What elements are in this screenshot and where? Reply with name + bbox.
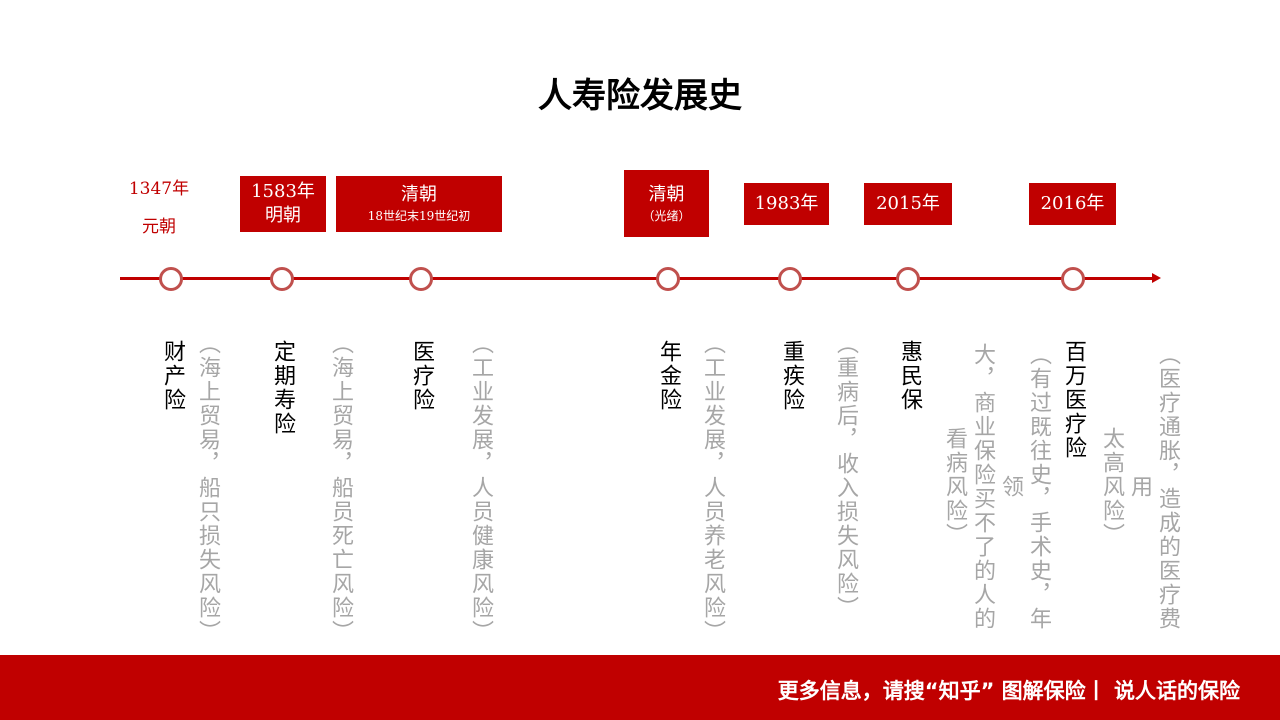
- timeline-node: [656, 267, 680, 291]
- date-era: 清朝: [401, 184, 437, 205]
- product-name: 百万医疗险: [1061, 340, 1086, 460]
- note-line: （海上贸易，船只损失风险）: [195, 332, 220, 644]
- date-year: 1347年: [128, 179, 190, 199]
- product-note: （重病后，收入损失风险）: [831, 332, 859, 620]
- product-name: 定期寿险: [270, 340, 295, 436]
- product-name: 医疗险: [409, 340, 434, 412]
- date-era: 元朝: [142, 217, 176, 237]
- product-name: 惠民保: [897, 340, 922, 412]
- date-box-2016: 2016年: [1029, 183, 1116, 225]
- date-label-1347: 1347年 元朝: [118, 170, 200, 246]
- note-line: （重病后，收入损失风险）: [833, 332, 858, 620]
- timeline-node: [896, 267, 920, 291]
- timeline-node: [778, 267, 802, 291]
- note-line: 大，商业保险买不了的人的: [970, 343, 995, 631]
- product-note: （医疗通胀，造成的医疗费用太高风险）: [1097, 332, 1181, 642]
- note-line: 太高风险）: [1099, 427, 1124, 547]
- product-note: （海上贸易，船员死亡风险）: [326, 332, 354, 644]
- date-period: （光绪）: [642, 208, 691, 223]
- note-line: 看病风险）: [942, 427, 967, 547]
- date-box-1583: 1583年 明朝: [240, 176, 326, 232]
- date-box-2015: 2015年: [864, 183, 952, 225]
- product-name: 财产险: [160, 340, 185, 412]
- date-box-guangxu: 清朝 （光绪）: [624, 170, 709, 237]
- date-period: 18世纪末19世纪初: [367, 209, 471, 223]
- timeline-node: [409, 267, 433, 291]
- timeline-node: [270, 267, 294, 291]
- note-line: （工业发展，人员养老风险）: [700, 332, 725, 644]
- date-year: 2015年: [876, 193, 940, 214]
- page-title: 人寿险发展史: [538, 76, 742, 116]
- date-era: 清朝: [648, 183, 685, 205]
- date-year: 1583年: [251, 181, 315, 202]
- footer-bar: 更多信息，请搜“知乎” 图解保险丨 说人话的保险: [0, 655, 1280, 720]
- date-year: 2016年: [1040, 193, 1105, 214]
- product-note: （工业发展，人员健康风险）: [466, 332, 494, 644]
- note-line: （海上贸易，船员死亡风险）: [328, 332, 353, 644]
- product-name: 重疾险: [779, 340, 804, 412]
- arrow-right-icon: [1152, 273, 1161, 283]
- timeline-axis: [120, 277, 1154, 280]
- date-box-1983: 1983年: [744, 183, 829, 225]
- note-line: （工业发展，人员健康风险）: [468, 332, 493, 644]
- timeline-node: [159, 267, 183, 291]
- date-era: 明朝: [265, 205, 301, 226]
- product-note: （有过既往史，手术史，年领大，商业保险买不了的人的看病风险）: [940, 332, 1052, 642]
- date-box-qing: 清朝 18世纪末19世纪初: [336, 176, 502, 232]
- product-name: 年金险: [656, 340, 681, 412]
- product-note: （海上贸易，船只损失风险）: [193, 332, 221, 644]
- footer-text: 更多信息，请搜“知乎” 图解保险丨 说人话的保险: [777, 679, 1240, 703]
- timeline-node: [1061, 267, 1085, 291]
- note-line: （有过既往史，手术史，年领: [998, 343, 1051, 631]
- date-year: 1983年: [754, 193, 819, 214]
- note-line: （医疗通胀，造成的医疗费用: [1127, 343, 1180, 631]
- product-note: （工业发展，人员养老风险）: [698, 332, 726, 644]
